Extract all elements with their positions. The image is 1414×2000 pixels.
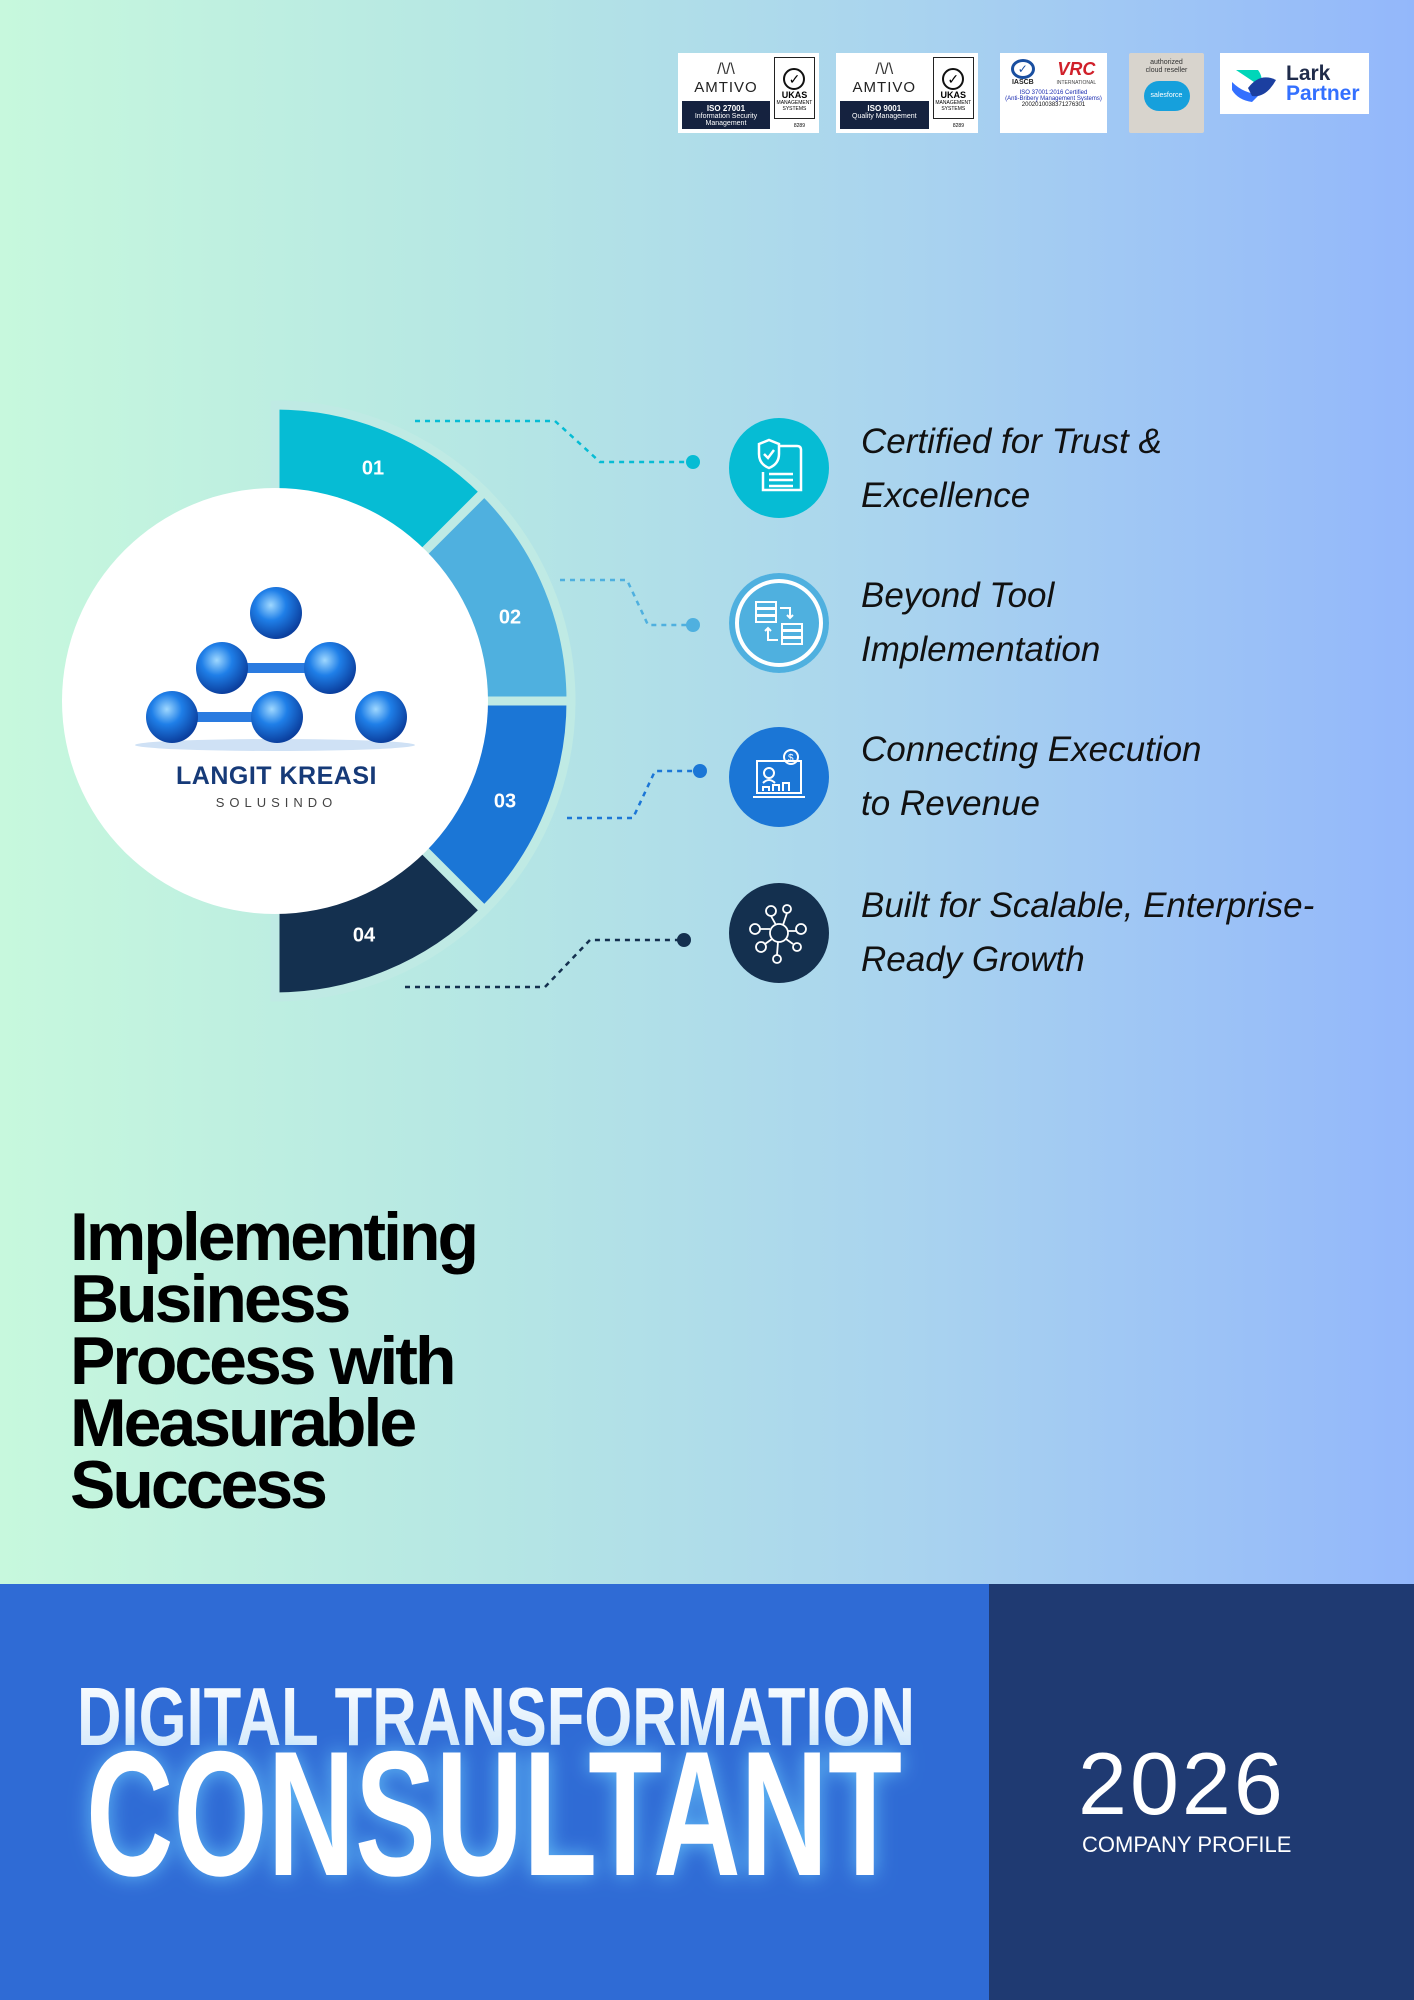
leader-line <box>560 578 693 627</box>
badge-standard: ISO 37001:2016 Certified <box>1019 90 1088 96</box>
badge-desc: Information Security Management <box>694 113 758 127</box>
amtivo-logo-icon: /\/\ <box>717 61 735 78</box>
leader-dot <box>686 618 700 632</box>
salesforce-reseller-badge: authorized cloud reseller salesforce <box>1129 53 1204 133</box>
badge-accreditor-sub: MANAGEMENT SYSTEMS <box>935 100 972 112</box>
feature-3-line2: to Revenue <box>861 784 1041 823</box>
badge-desc: Quality Management <box>852 113 917 120</box>
headline-line: Implementing <box>70 1199 479 1275</box>
badge-brand: AMTIVO <box>694 79 758 96</box>
banner-subtitle: COMPANY PROFILE <box>1082 1832 1292 1857</box>
logo-name: LANGIT KREASI <box>176 762 377 790</box>
banner-left <box>0 1584 989 2000</box>
badge-brand2: VRC <box>1057 59 1096 79</box>
badge-number: 8289 <box>952 123 964 129</box>
feature-4-text: Built for Scalable, Enterprise- Ready Gro… <box>861 879 1381 987</box>
partner-label: Partner <box>1286 81 1360 105</box>
badge-standard: ISO 9001 <box>867 104 902 113</box>
feature-3-line1: Connecting Execution <box>861 730 1202 769</box>
feature-3-text: Connecting Execution to Revenue <box>861 723 1381 831</box>
feature-1-line2: Excellence <box>861 476 1031 515</box>
leader-line <box>415 419 693 464</box>
badge-accreditor-sub: MANAGEMENT SYSTEMS <box>776 100 813 112</box>
banner-title-line1: DIGITAL TRANSFORMATION <box>77 1670 915 1763</box>
segment-label-04: 04 <box>352 924 376 947</box>
headline: Implementing Business Process with Measu… <box>70 1199 479 1523</box>
badge-number: 8289 <box>793 123 805 129</box>
logo-spheres-icon <box>135 587 415 751</box>
badge-number: 2002010038371276301 <box>1021 102 1086 108</box>
feature-4-line2: Ready Growth <box>861 940 1085 979</box>
badge-standard: ISO 27001 <box>706 104 746 113</box>
leader-dot <box>677 933 691 947</box>
feature-4-line1: Built for Scalable, Enterprise- <box>861 886 1315 925</box>
badge-brand: AMTIVO <box>852 79 917 96</box>
feature-1-text: Certified for Trust & Excellence <box>861 415 1381 523</box>
badge-desc: (Anti-Bribery Management Systems) <box>1005 96 1102 102</box>
banner-year: 2026 <box>1078 1734 1286 1833</box>
svg-text:$: $ <box>788 753 794 764</box>
logo-sub: SOLUSINDO <box>215 795 338 810</box>
badge-line2: cloud reseller <box>1145 67 1188 75</box>
iascb-check-icon: ✓ <box>1010 59 1035 79</box>
headline-line: Process with <box>70 1323 457 1399</box>
banner-title-line2: CONSULTANT <box>86 1714 902 1913</box>
segment-ring <box>135 400 707 1002</box>
leader-line <box>405 938 684 989</box>
ukas-check-icon: ✓ <box>942 68 965 90</box>
leader-line <box>567 769 700 820</box>
lark-bird-icon <box>1232 69 1276 102</box>
badge-brand: salesforce <box>1150 92 1183 100</box>
segment-label-03: 03 <box>493 790 517 813</box>
salesforce-cloud-icon: salesforce <box>1143 81 1190 112</box>
badge-brand: IASCB <box>1011 79 1034 86</box>
badge-line1: authorized <box>1150 59 1183 66</box>
feature-2-line1: Beyond Tool <box>861 576 1055 615</box>
segment-label-01: 01 <box>361 457 385 480</box>
feature-1-line1: Certified for Trust & <box>861 422 1162 461</box>
banner-title: DIGITAL TRANSFORMATION CONSULTANT <box>77 1670 915 1913</box>
server-transfer-icon <box>729 573 829 673</box>
network-people-icon <box>729 883 829 983</box>
banner-right <box>989 1584 1414 2000</box>
feature-2-line2: Implementation <box>861 630 1101 669</box>
badge-accreditor: UKAS <box>781 90 808 100</box>
lark-label: Lark <box>1286 61 1331 85</box>
leader-dot <box>686 455 700 469</box>
badge-accreditor: UKAS <box>940 90 967 100</box>
headline-line: Business <box>70 1261 351 1337</box>
segment-label-02: 02 <box>498 606 522 629</box>
amtivo-logo-icon: /\/\ <box>875 61 894 78</box>
leader-dot <box>693 764 707 778</box>
revenue-dashboard-icon: $ <box>729 727 829 827</box>
ukas-check-icon: ✓ <box>783 68 806 90</box>
headline-line: Measurable <box>70 1385 417 1461</box>
certificate-shield-icon <box>729 418 829 518</box>
headline-line: Success <box>70 1447 328 1523</box>
badge-brand2-sub: INTERNATIONAL <box>1056 80 1097 86</box>
